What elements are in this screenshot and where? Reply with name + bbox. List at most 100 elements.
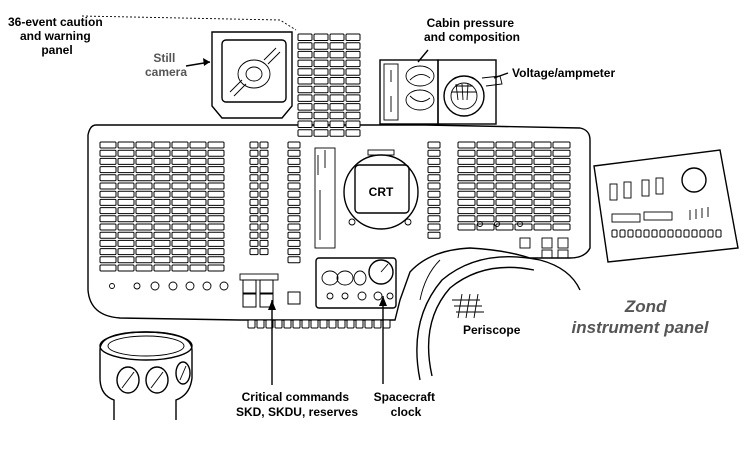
switch-key <box>99 141 117 149</box>
cabin-pressure-label: Cabin pressure and composition <box>424 16 520 44</box>
switch-key <box>117 223 135 231</box>
switch-key <box>117 231 135 239</box>
switch-key <box>189 239 207 247</box>
clock-arrowhead <box>379 296 387 306</box>
switch-key <box>533 141 552 149</box>
caution-lamp <box>297 59 313 68</box>
switch-key <box>514 149 533 157</box>
switch-key <box>153 141 171 149</box>
column-key <box>259 157 269 165</box>
switch-key <box>153 264 171 272</box>
switch-key <box>476 182 495 190</box>
switch-key <box>495 223 514 231</box>
switch-key <box>135 166 153 174</box>
caution-lamp <box>297 111 313 120</box>
switch-key <box>99 207 117 215</box>
column-switches-b <box>287 141 301 264</box>
keyboard-key <box>292 319 301 329</box>
side-key <box>611 229 618 238</box>
switch-key <box>552 223 571 231</box>
column-key <box>287 182 301 190</box>
switch-key <box>117 207 135 215</box>
switch-key <box>99 174 117 182</box>
switch-key <box>171 149 189 157</box>
caution-lamp <box>297 129 313 137</box>
switch-key <box>207 198 225 206</box>
switch-key <box>457 157 476 165</box>
switch-key <box>476 141 495 149</box>
column-key <box>287 174 301 182</box>
switch-key <box>189 149 207 157</box>
switch-key <box>207 264 225 272</box>
switch-key <box>171 207 189 215</box>
column-key <box>427 141 441 149</box>
switch-key <box>99 256 117 264</box>
critical-commands-block <box>239 273 301 308</box>
switch-key <box>476 174 495 182</box>
caution-lamp <box>297 103 313 111</box>
switch-key <box>495 190 514 198</box>
switch-key <box>207 182 225 190</box>
keyboard-key <box>382 319 391 329</box>
switch-key <box>153 190 171 198</box>
column-key <box>249 174 259 182</box>
caution-lamp <box>329 50 345 59</box>
switch-key <box>457 215 476 223</box>
switch-key <box>99 182 117 190</box>
switch-key <box>207 239 225 247</box>
column-key <box>249 248 259 256</box>
switch-key <box>207 166 225 174</box>
switch-key <box>457 174 476 182</box>
cabin-leader <box>417 49 429 63</box>
switch-key <box>117 157 135 165</box>
caution-lamp <box>329 111 345 120</box>
caution-lamp <box>313 77 329 85</box>
switch-key <box>457 207 476 215</box>
switch-key <box>171 174 189 182</box>
switch-key <box>117 239 135 247</box>
switch-key <box>117 174 135 182</box>
switch-key <box>552 141 571 149</box>
switch-key <box>171 215 189 223</box>
switch-key <box>457 190 476 198</box>
switch-key <box>533 149 552 157</box>
switch-key <box>457 149 476 157</box>
still-camera-label: Still camera <box>145 51 187 79</box>
switch-key <box>117 141 135 149</box>
switch-key <box>135 149 153 157</box>
column-key <box>249 215 259 223</box>
column-key <box>427 174 441 182</box>
column-key <box>427 182 441 190</box>
caution-lamp <box>329 94 345 102</box>
switch-key <box>153 149 171 157</box>
column-key <box>287 256 301 264</box>
caution-lamp <box>329 85 345 94</box>
column-key <box>287 157 301 165</box>
caution-lamp <box>345 111 361 120</box>
switch-key <box>495 198 514 206</box>
column-key <box>259 190 269 198</box>
switch-key <box>514 166 533 174</box>
switch-key <box>476 149 495 157</box>
switch-key <box>533 190 552 198</box>
switch-key <box>135 207 153 215</box>
switch-key <box>189 182 207 190</box>
switch-key <box>153 215 171 223</box>
switch-key <box>533 174 552 182</box>
switch-key <box>99 248 117 256</box>
keyboard-key <box>274 319 283 329</box>
caution-leader-line <box>81 15 297 31</box>
keyboard-key <box>319 319 328 329</box>
caution-lamp <box>297 68 313 76</box>
switch-key <box>189 198 207 206</box>
switch-key <box>495 157 514 165</box>
switch-key <box>117 182 135 190</box>
caution-lamp <box>313 33 329 41</box>
caution-lamp <box>329 129 345 137</box>
switch-key <box>99 190 117 198</box>
caution-lamp <box>345 120 361 128</box>
cabin-pressure-gauges <box>379 59 439 125</box>
switch-key <box>207 174 225 182</box>
switch-key <box>153 182 171 190</box>
switch-key <box>135 190 153 198</box>
